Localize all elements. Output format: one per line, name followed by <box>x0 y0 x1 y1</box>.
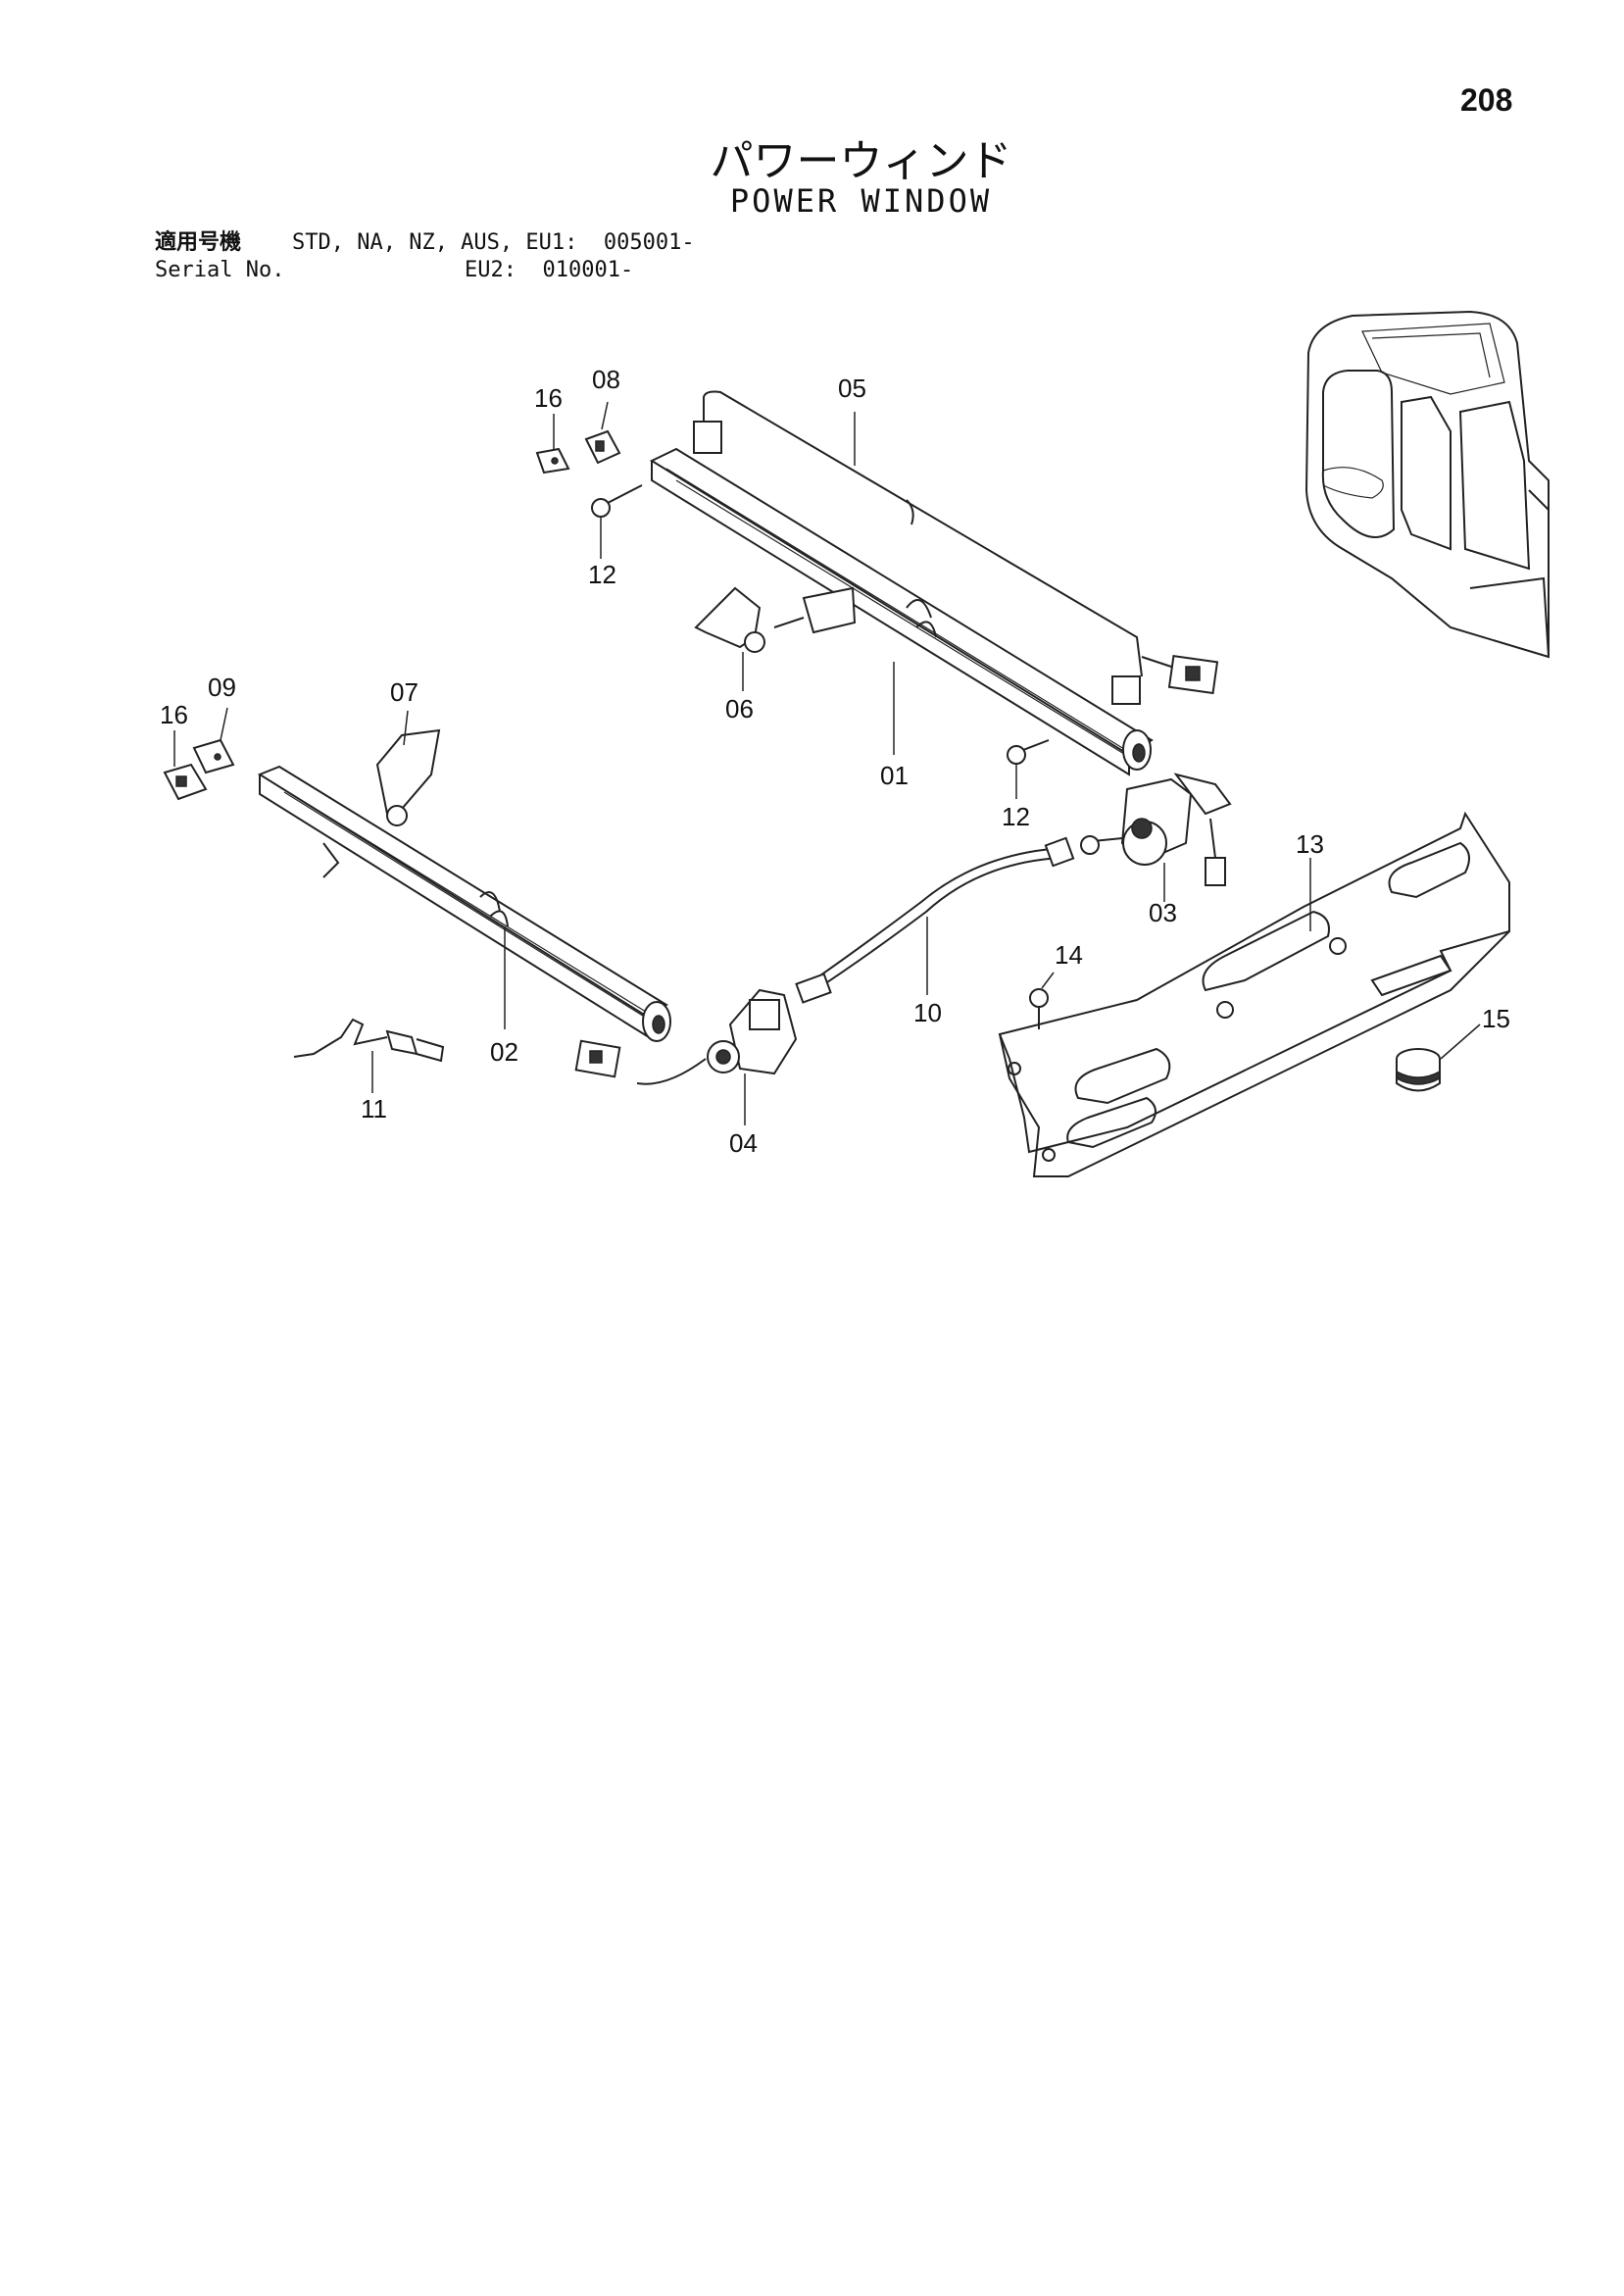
page-number: 208 <box>1460 82 1513 118</box>
part-06-bracket <box>694 586 857 653</box>
callout-02: 02 <box>490 1037 518 1067</box>
callout-04: 04 <box>729 1128 758 1158</box>
serial-row-1: 適用号機 STD, NA, NZ, AUS, EU1: 005001- <box>155 229 695 257</box>
part-16-connector-left <box>163 763 208 801</box>
part-12-bolt-mid <box>1007 739 1050 765</box>
part-14-bolt <box>1029 988 1049 1029</box>
part-02-lower-rail <box>257 765 671 1042</box>
callout-01: 01 <box>880 761 909 790</box>
part-05-wire-harness <box>693 390 1219 705</box>
part-04-gear-box <box>574 988 798 1085</box>
part-16-clip-top <box>535 447 570 474</box>
part-13-floor-plate <box>998 811 1510 1177</box>
serial-row-2: Serial No. EU2: 010001- <box>155 257 695 284</box>
callout-15: 15 <box>1482 1004 1510 1033</box>
part-11-crank-handle <box>293 1018 445 1063</box>
callout-12-top: 12 <box>588 560 616 589</box>
serial-label-japanese: 適用号機 <box>155 230 242 255</box>
part-09-clip-left <box>192 738 235 774</box>
part-15-rubber-stopper <box>1396 1048 1441 1092</box>
callout-16-left: 16 <box>160 700 188 729</box>
callout-06: 06 <box>725 694 754 724</box>
callout-07: 07 <box>390 677 418 707</box>
callout-08: 08 <box>592 365 620 394</box>
serial-range-1: STD, NA, NZ, AUS, EU1: 005001- <box>292 230 695 255</box>
callout-05: 05 <box>838 374 866 403</box>
callout-10: 10 <box>913 998 942 1027</box>
part-10-drive-cable <box>795 836 1075 1004</box>
callout-12-mid: 12 <box>1002 802 1030 831</box>
callout-16-top: 16 <box>534 383 563 413</box>
callout-14: 14 <box>1055 940 1083 970</box>
callout-11: 11 <box>361 1094 387 1123</box>
part-03-window-motor <box>1080 773 1232 886</box>
serial-range-2: EU2: 010001- <box>465 258 634 282</box>
part-07-bracket <box>375 728 441 826</box>
serial-applicability: 適用号機 STD, NA, NZ, AUS, EU1: 005001- Seria… <box>155 229 695 284</box>
page-title-english: POWER WINDOW <box>729 182 993 220</box>
callout-numbers: 01 02 03 04 05 06 07 08 09 10 11 12 12 1… <box>160 365 1510 1158</box>
callout-09: 09 <box>208 673 236 702</box>
page-title-japanese: パワーウィンド <box>710 136 1012 186</box>
part-08-connector-top <box>584 429 621 465</box>
part-01-upper-rail <box>649 447 1154 776</box>
leader-lines <box>173 401 1481 1125</box>
callout-13: 13 <box>1296 829 1324 859</box>
callout-03: 03 <box>1149 898 1177 927</box>
cab-outline-illustration <box>1304 310 1550 659</box>
serial-label-english: Serial No. <box>155 258 285 282</box>
part-12-bolt-top <box>591 484 643 518</box>
